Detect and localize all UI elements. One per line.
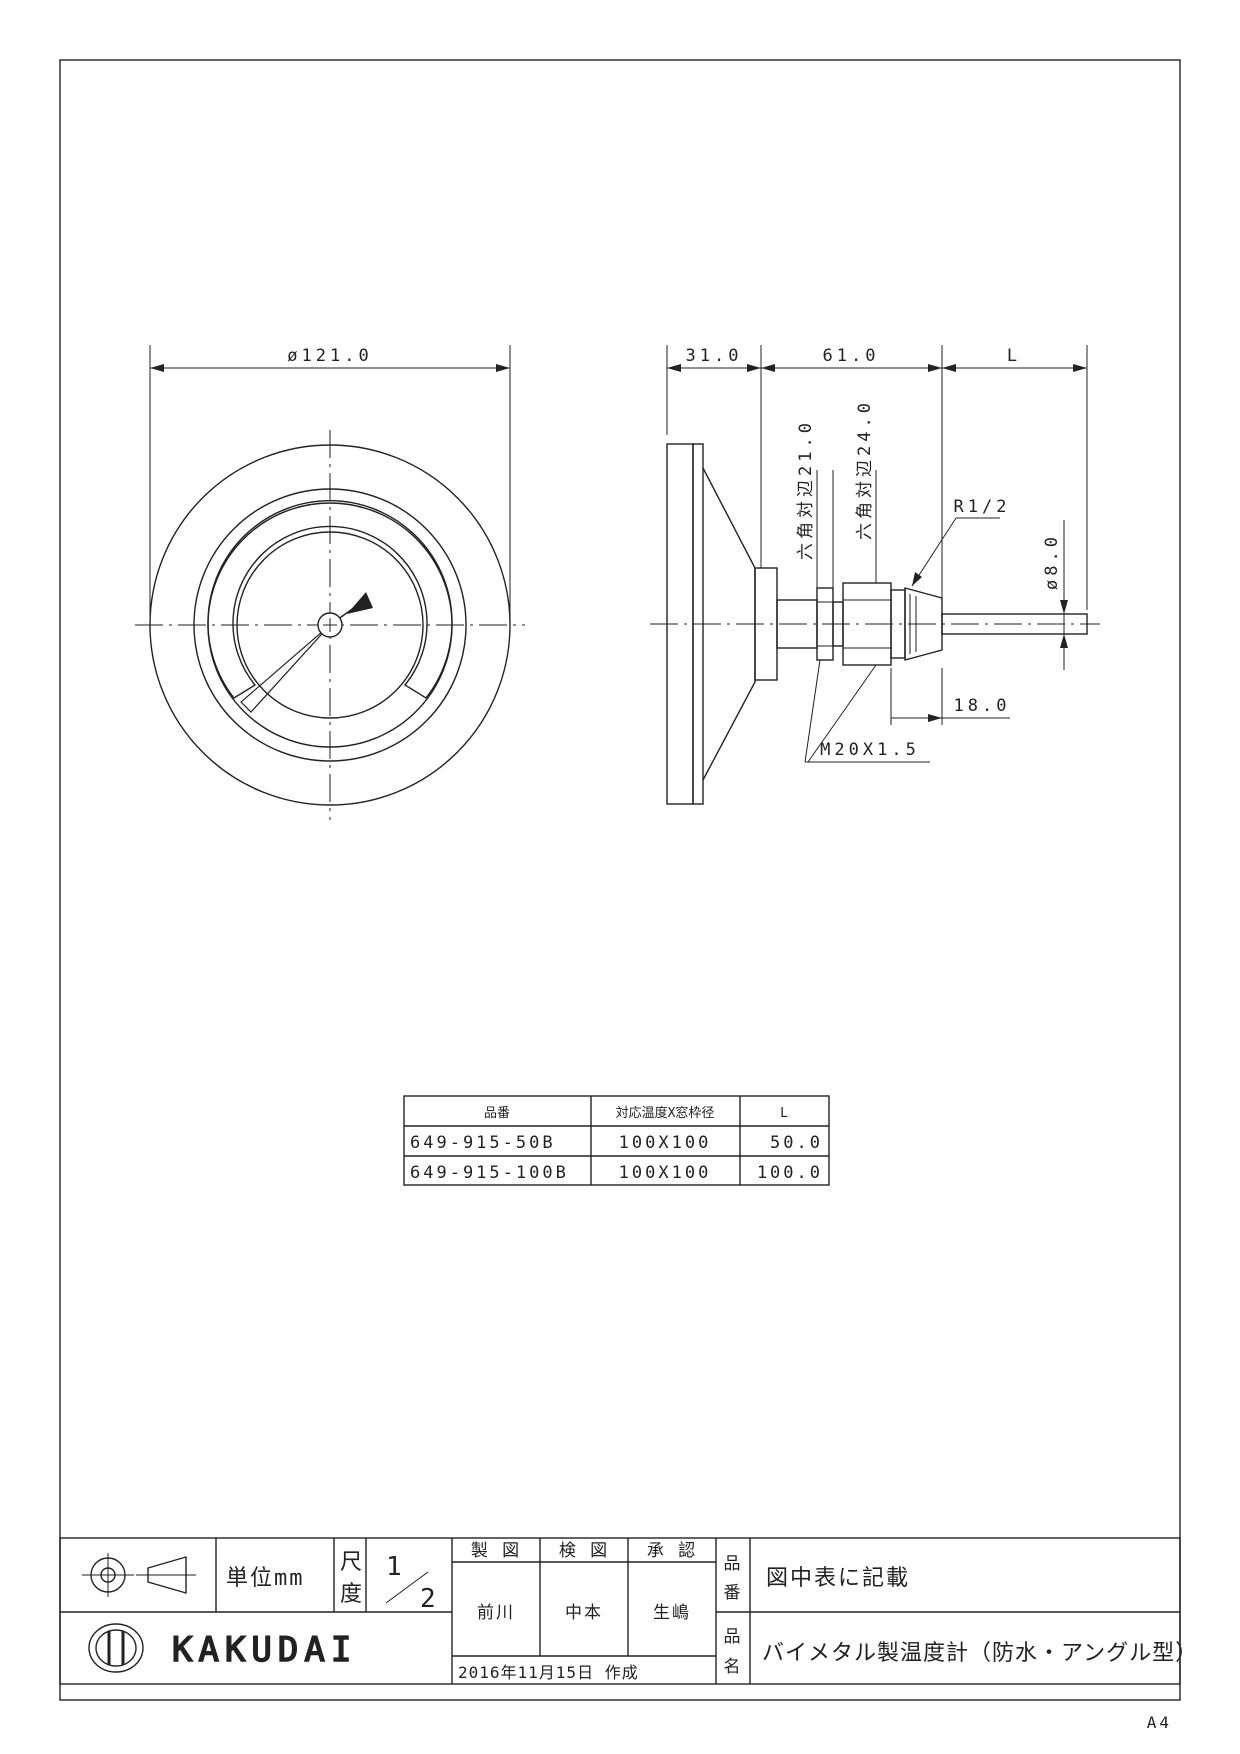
hex-21-label: 六角対辺21.0 xyxy=(796,419,816,560)
side-view: 31.0 61.0 L 六角対辺21.0 六角対辺24.0 xyxy=(650,345,1100,805)
scale-value: 2 xyxy=(420,1584,436,1614)
sheet-size-label: A4 xyxy=(1147,1713,1172,1732)
title-block: 単位mm 尺 度 1 2 製 図 検 図 承 認 前川 中本 生嶋 2016年1… xyxy=(59,1537,1198,1685)
name-drawn: 前川 xyxy=(477,1603,515,1623)
table-header-temp-window: 対応温度X窓枠径 xyxy=(616,1105,715,1121)
parts-table: 品番 対応温度X窓枠径 L 649-915-50B 100X100 50.0 6… xyxy=(403,1095,830,1186)
scale-arc xyxy=(207,500,453,699)
part-name-value: バイメタル製温度計（防水・アングル型） xyxy=(762,1641,1198,1666)
name-checked: 中本 xyxy=(565,1603,603,1623)
diameter-label: ø121.0 xyxy=(287,346,372,366)
col-checked: 検 図 xyxy=(559,1541,609,1561)
sheet-border xyxy=(59,59,1181,1701)
name-approved: 生嶋 xyxy=(653,1603,691,1623)
part-no-value: 図中表に記載 xyxy=(766,1566,910,1591)
front-view: ø121.0 xyxy=(135,345,525,820)
table-cell: 100X100 xyxy=(619,1133,712,1153)
table-cell: 50.0 xyxy=(770,1133,823,1153)
table-header-l: L xyxy=(780,1106,788,1121)
company-name: KAKUDAI xyxy=(172,1630,357,1670)
table-header-part-no: 品番 xyxy=(484,1106,510,1121)
col-drawn: 製 図 xyxy=(471,1541,521,1561)
part-name-label: 品 xyxy=(724,1627,743,1647)
part-no-label: 品 xyxy=(724,1554,743,1574)
col-approved: 承 認 xyxy=(647,1541,697,1561)
projection-symbol-icon xyxy=(82,1553,196,1597)
dim-l-label: L xyxy=(1007,346,1021,366)
dim-31-label: 31.0 xyxy=(686,346,743,366)
table-cell: 100X100 xyxy=(619,1163,712,1183)
scale-value: 1 xyxy=(386,1552,402,1582)
date-created: 2016年11月15日 作成 xyxy=(458,1663,639,1682)
dim-61-label: 61.0 xyxy=(823,346,880,366)
part-no-label: 番 xyxy=(724,1583,743,1603)
hex-24-label: 六角対辺24.0 xyxy=(855,399,875,540)
dial-pointer xyxy=(240,592,373,713)
r12-label: R1/2 xyxy=(954,497,1011,517)
thread-r12 xyxy=(904,587,943,661)
dim-18-label: 18.0 xyxy=(954,696,1011,716)
m20-label: M20X1.5 xyxy=(820,740,920,760)
table-cell: 649-915-50B xyxy=(410,1133,556,1153)
scale-label: 度 xyxy=(340,1582,364,1607)
unit-label: 単位mm xyxy=(226,1566,305,1591)
stem-diameter-label: ø8.0 xyxy=(1042,533,1062,590)
part-name-label: 名 xyxy=(724,1657,743,1677)
table-cell: 649-915-100B xyxy=(410,1163,569,1183)
table-cell: 100.0 xyxy=(757,1163,823,1183)
kakudai-logo-icon xyxy=(88,1623,144,1673)
scale-label: 尺 xyxy=(340,1550,364,1575)
